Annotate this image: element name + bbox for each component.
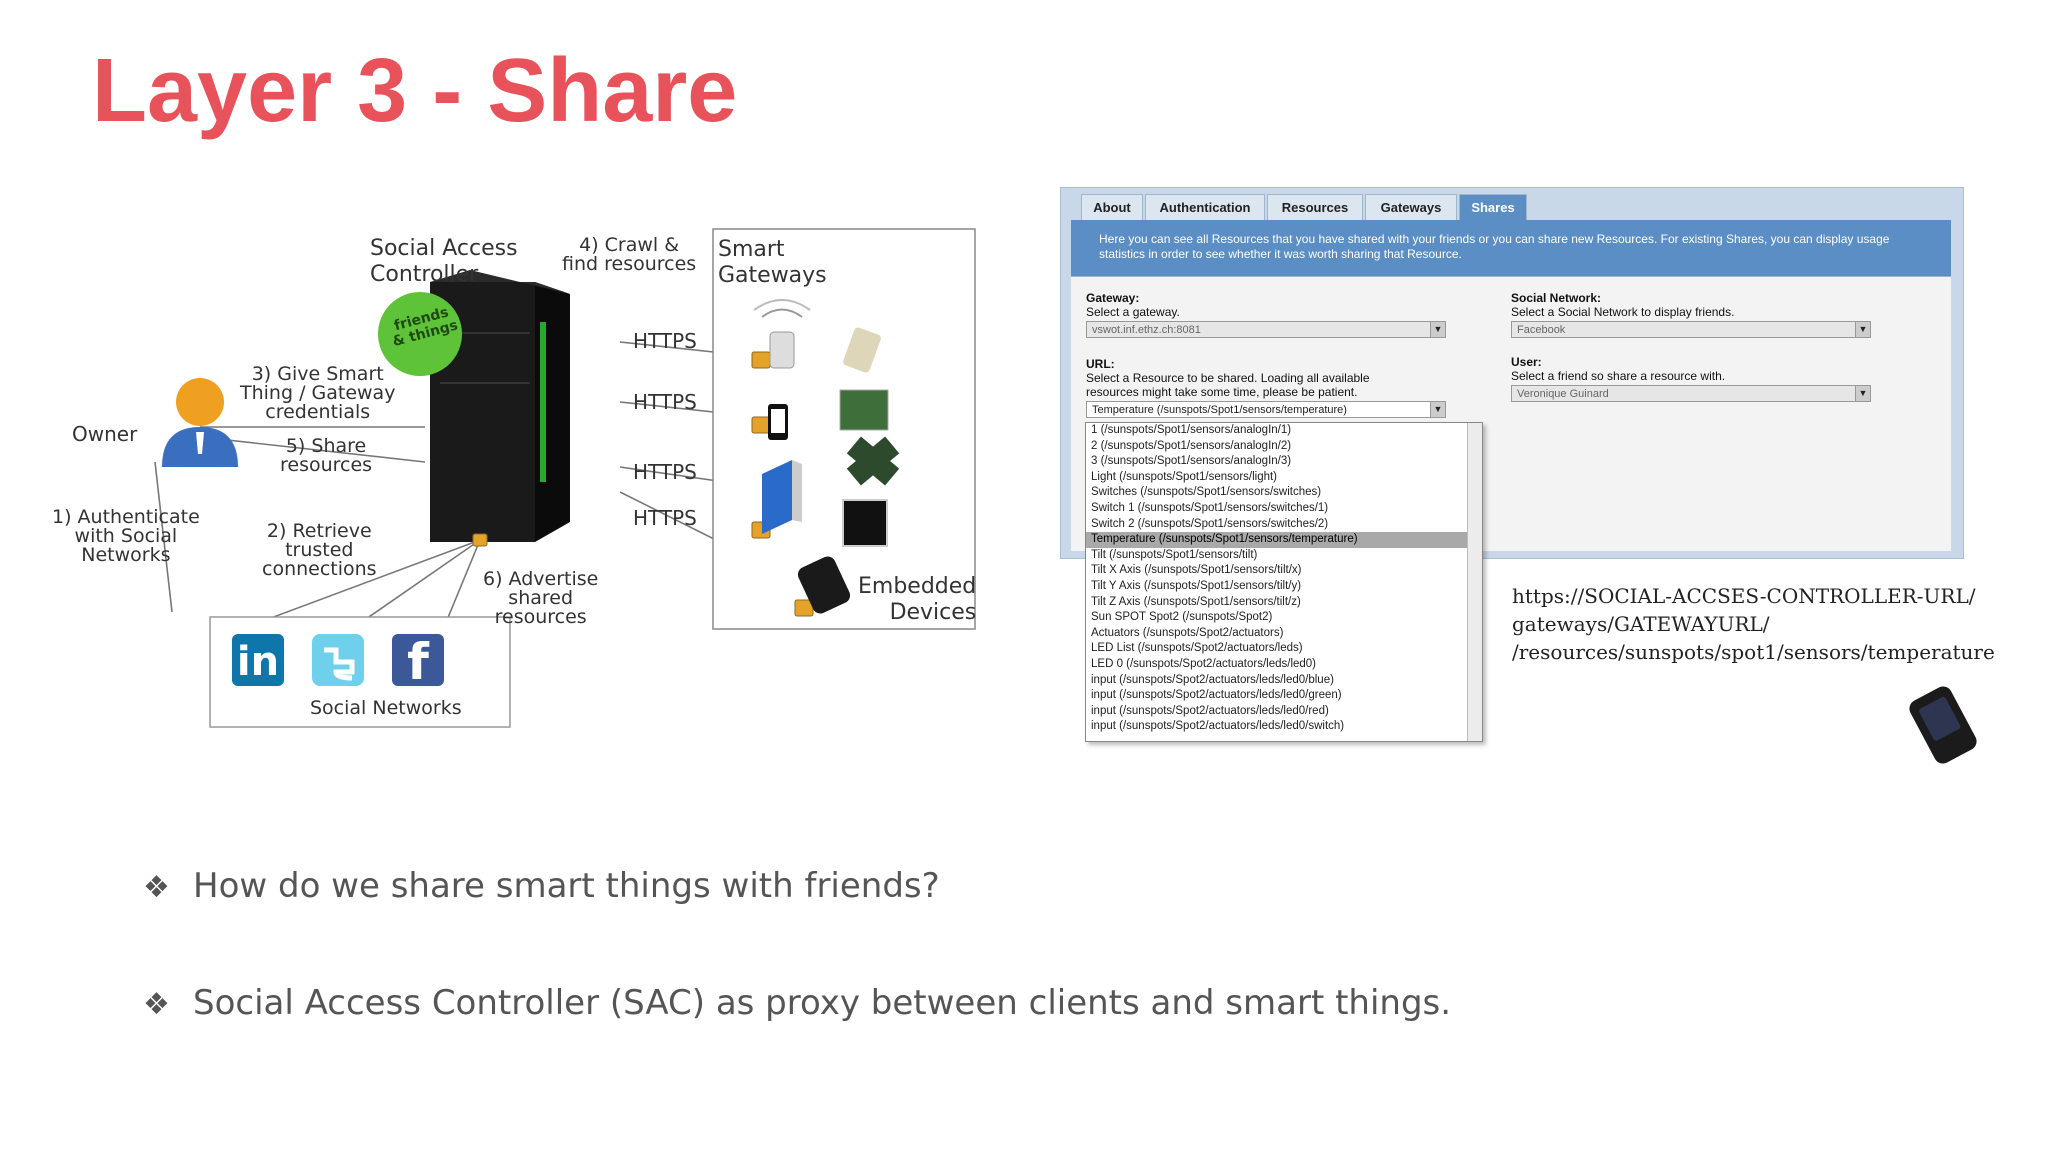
embedded-devices-label: Embedded Devices (858, 574, 977, 625)
tab-authentication[interactable]: Authentication (1145, 194, 1265, 221)
dropdown-option[interactable]: Switches (/sunspots/Spot1/sensors/switch… (1091, 486, 1322, 499)
social-network-hint: Select a Social Network to display frien… (1511, 305, 1735, 319)
give-credentials-label: 3) Give Smart Thing / Gateway credential… (240, 363, 396, 423)
smartphone-icon (1909, 686, 1977, 764)
https-label: HTTPS (633, 460, 697, 484)
https-label: HTTPS (633, 506, 697, 530)
dropdown-option[interactable]: Tilt (/sunspots/Spot1/sensors/tilt) (1091, 548, 1258, 561)
dropdown-option[interactable]: input (/sunspots/Spot2/actuators/leds/le… (1091, 704, 1329, 717)
dropdown-option[interactable]: input (/sunspots/Spot2/actuators/leds/le… (1091, 689, 1342, 702)
slide-title: Layer 3 - Share (92, 41, 738, 141)
bullet-item: ❖ Social Access Controller (SAC) as proxy… (143, 983, 1451, 1025)
gateway-select[interactable]: vswot.inf.ethz.ch:8081▼ (1086, 321, 1446, 338)
gateway-devices (753, 299, 811, 534)
https-label: HTTPS (633, 329, 697, 353)
owner-label: Owner (72, 422, 138, 446)
share-resources-label: 5) Share resources (280, 435, 373, 476)
bullet-icon: ❖ (143, 870, 170, 905)
social-networks-label: Social Networks (310, 697, 462, 719)
owner-share-line (199, 436, 426, 463)
url-heading: URL: (1086, 357, 1115, 371)
user-heading: User: (1511, 355, 1542, 369)
facebook-icon (392, 634, 444, 686)
dropdown-option[interactable]: input (/sunspots/Spot2/actuators/leds/le… (1091, 673, 1334, 686)
server-icon (430, 270, 570, 542)
dropdown-option[interactable]: LED List (/sunspots/Spot2/actuators/leds… (1091, 642, 1303, 655)
authenticate-label: 1) Authenticate with Social Networks (52, 506, 200, 566)
https-label: HTTPS (633, 390, 697, 414)
dropdown-scrollbar[interactable] (1467, 423, 1482, 741)
diagram-graphics (154, 228, 976, 728)
dropdown-option[interactable]: input (/sunspots/Spot2/actuators/leds/le… (1091, 720, 1345, 733)
user-select[interactable]: Veronique Guinard▼ (1511, 385, 1871, 402)
dropdown-option[interactable]: Actuators (/sunspots/Spot2/actuators) (1091, 626, 1284, 639)
url-hint-2: resources might take some time, please b… (1086, 385, 1358, 399)
owner-social-line (154, 461, 173, 613)
url-select[interactable]: Temperature (/sunspots/Spot1/sensors/tem… (1086, 401, 1446, 418)
tab-about[interactable]: About (1081, 194, 1143, 221)
chevron-down-icon: ▼ (1430, 402, 1445, 417)
gateway-heading: Gateway: (1086, 291, 1140, 305)
sac-architecture-diagram: Social Access Controller 4) Crawl & find… (40, 222, 1000, 752)
resource-url-example: https://SOCIAL-ACCSES-CONTROLLER-URL/ ga… (1512, 584, 1995, 664)
dropdown-option[interactable]: 1 (/sunspots/Spot1/sensors/analogIn/1) (1091, 424, 1292, 436)
chevron-down-icon: ▼ (1855, 322, 1870, 337)
advertise-label: 6) Advertise shared resources (483, 568, 599, 628)
tab-gateways[interactable]: Gateways (1365, 194, 1457, 221)
friends-things-badge (378, 292, 462, 376)
info-bar: Here you can see all Resources that you … (1071, 220, 1951, 276)
info-text: Here you can see all Resources that you … (1099, 232, 1890, 261)
dropdown-option[interactable]: Tilt Z Axis (/sunspots/Spot1/sensors/til… (1091, 595, 1301, 608)
bullet-icon: ❖ (143, 987, 170, 1022)
dropdown-option[interactable]: Switch 1 (/sunspots/Spot1/sensors/switch… (1091, 501, 1329, 514)
linkedin-icon (232, 634, 284, 686)
crawl-label: 4) Crawl & find resources (562, 234, 697, 275)
dropdown-option[interactable]: Light (/sunspots/Spot1/sensors/light) (1091, 470, 1278, 483)
share-web-ui: About Authentication Resources Gateways … (1060, 187, 1964, 559)
owner-icon (162, 378, 238, 467)
social-network-heading: Social Network: (1511, 291, 1602, 305)
dropdown-option[interactable]: Sun SPOT Spot2 (/sunspots/Spot2) (1091, 611, 1273, 624)
bullet-text: How do we share smart things with friend… (193, 866, 940, 906)
retrieve-label: 2) Retrieve trusted connections (262, 520, 377, 580)
chevron-down-icon: ▼ (1855, 386, 1870, 401)
dropdown-option[interactable]: 3 (/sunspots/Spot1/sensors/analogIn/3) (1091, 455, 1292, 468)
social-network-select[interactable]: Facebook▼ (1511, 321, 1871, 338)
linkedin-logo-text: in (236, 639, 280, 685)
dropdown-options: 1 (/sunspots/Spot1/sensors/analogIn/1) 2 … (1086, 423, 1482, 735)
gateways-label: Smart Gateways (718, 237, 827, 288)
chevron-down-icon: ▼ (1430, 322, 1445, 337)
bullet-item: ❖ How do we share smart things with frien… (143, 866, 940, 908)
bullet-text: Social Access Controller (SAC) as proxy … (193, 983, 1452, 1023)
tab-shares[interactable]: Shares (1459, 194, 1527, 221)
dropdown-option[interactable]: Tilt Y Axis (/sunspots/Spot1/sensors/til… (1091, 579, 1302, 592)
controller-label: Social Access Controller (370, 236, 518, 287)
dropdown-option[interactable]: 2 (/sunspots/Spot1/sensors/analogIn/2) (1091, 439, 1292, 452)
dropdown-option[interactable]: Tilt X Axis (/sunspots/Spot1/sensors/til… (1091, 564, 1302, 577)
facebook-logo-text: f (407, 633, 429, 691)
embedded-devices (797, 327, 900, 614)
user-hint: Select a friend so share a resource with… (1511, 369, 1726, 383)
tab-resources[interactable]: Resources (1267, 194, 1363, 221)
resource-dropdown-list[interactable]: 1 (/sunspots/Spot1/sensors/analogIn/1) 2 … (1085, 422, 1483, 742)
gateway-hint: Select a gateway. (1086, 305, 1180, 319)
url-hint-1: Select a Resource to be shared. Loading … (1086, 371, 1370, 385)
dropdown-option[interactable]: LED 0 (/sunspots/Spot2/actuators/leds/le… (1091, 657, 1317, 670)
dropdown-option[interactable]: Temperature (/sunspots/Spot1/sensors/tem… (1086, 532, 1482, 548)
dropdown-option[interactable]: Switch 2 (/sunspots/Spot1/sensors/switch… (1091, 517, 1329, 530)
